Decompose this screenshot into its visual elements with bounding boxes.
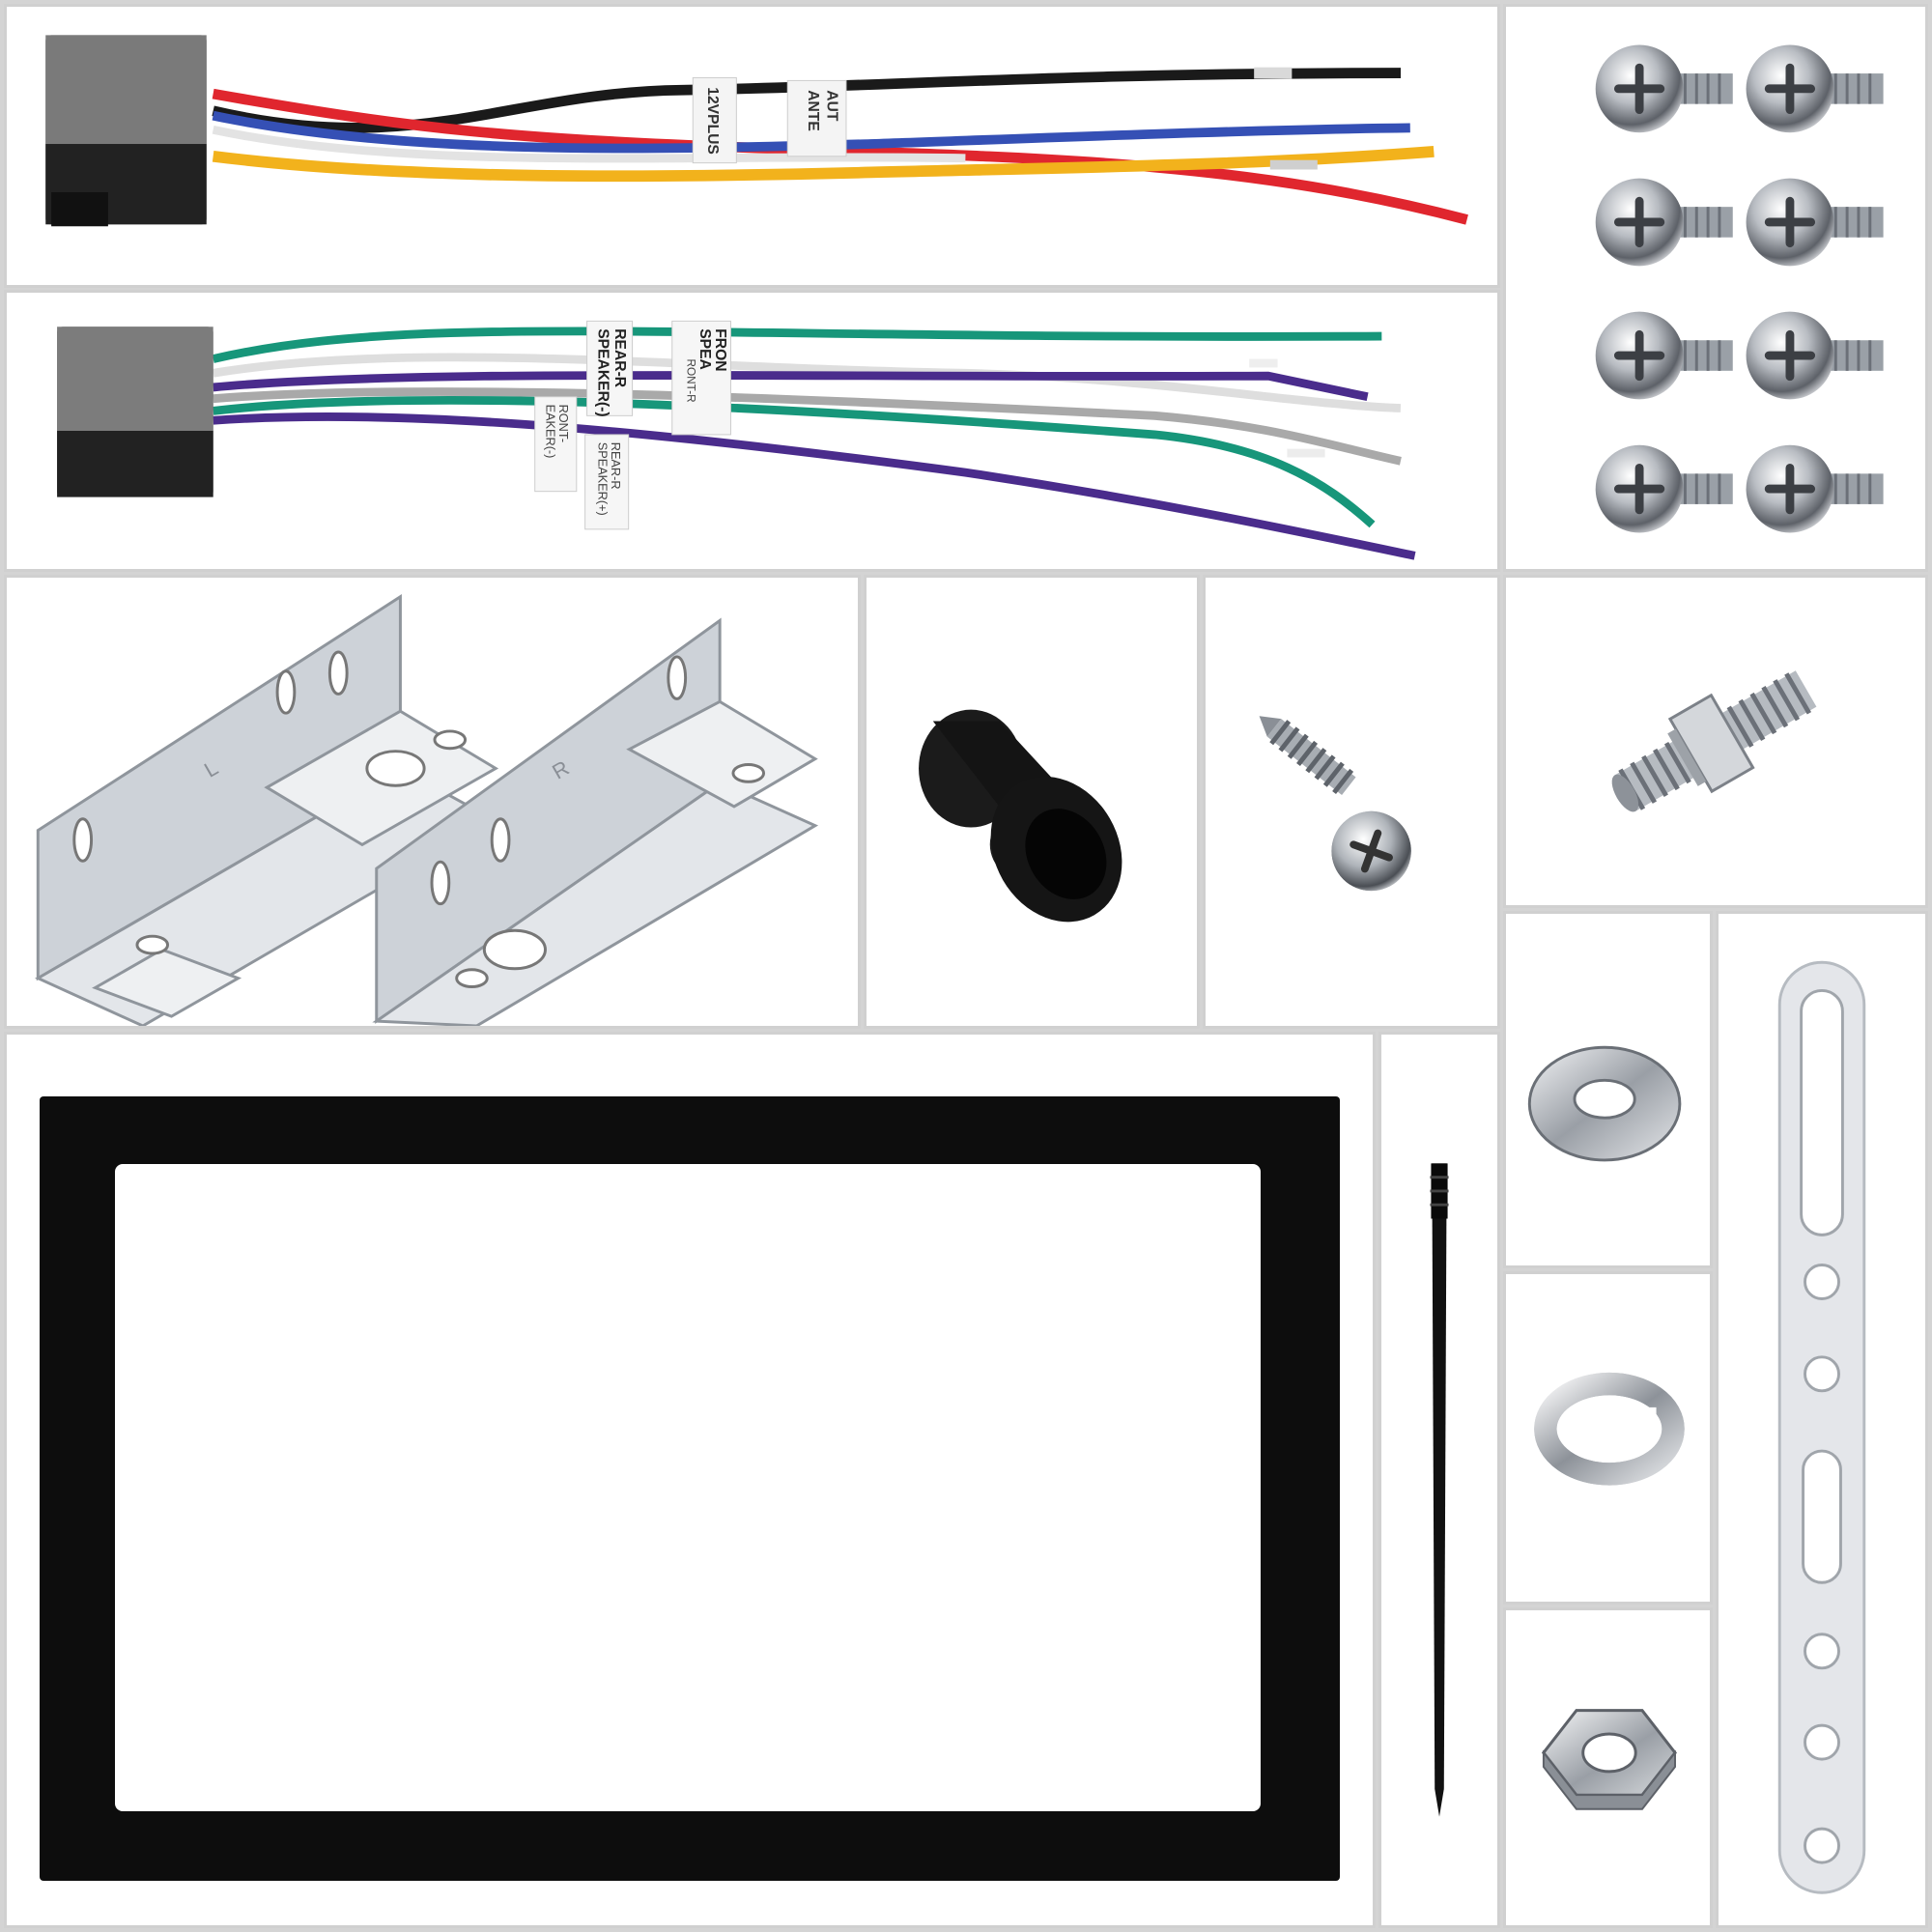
- wire-gray: [213, 387, 1402, 466]
- harness-tag-antenna-2: ANTE: [805, 90, 821, 131]
- wiring-harness-icon: 12VPLUS AUT ANTE: [45, 35, 1468, 227]
- wiring-harness-icon: REAR-R SPEAKER(-) FRON SPEA RONT-R RONT-…: [57, 320, 1416, 560]
- tapping-screw-panel: [1203, 575, 1500, 1029]
- hex-nut-panel: [1503, 1607, 1713, 1928]
- harness-tag-rear-r-pos-2: SPEAKER(+): [595, 442, 610, 516]
- wire-purple-1: [213, 371, 1369, 402]
- trim-frame-opening: [115, 1164, 1261, 1811]
- hex-nut-icon: [1542, 1709, 1677, 1810]
- harness-tag-front-neg-1: RONT-: [556, 405, 571, 443]
- harness-tag-front-1: FRON: [712, 328, 728, 371]
- trim-frame-panel: [4, 1032, 1376, 1928]
- harness-tag-front-2: SPEA: [696, 328, 713, 370]
- bracket-icon: L R: [35, 594, 819, 1026]
- flat-washer-panel: [1503, 911, 1713, 1268]
- flat-washer-icon: [1527, 1045, 1682, 1162]
- spring-washer-icon: [1534, 1372, 1685, 1486]
- wire-blue: [212, 110, 1410, 154]
- screws-panel: [1503, 4, 1928, 572]
- wire-purple-2: [213, 412, 1416, 560]
- rubber-bushing-icon: [919, 709, 1122, 923]
- trim-frame-icon: [40, 1096, 1340, 1881]
- screw-icon: [1596, 312, 1733, 400]
- screw-icon: [1596, 179, 1733, 267]
- right-bracket: R: [372, 617, 819, 1026]
- perforated-strap-icon: [1777, 960, 1866, 1894]
- harness-tag-front-neg-2: EAKER(-): [543, 405, 557, 459]
- harness-tag-antenna-1: AUT: [823, 90, 839, 122]
- harness-tag-12vplus: 12VPLUS: [704, 87, 721, 155]
- screw-icon: [1596, 44, 1733, 132]
- strap-panel: [1716, 911, 1928, 1928]
- screw-icon: [1747, 44, 1884, 132]
- screw-icon: [1596, 445, 1733, 533]
- brackets-panel: L R: [4, 575, 861, 1029]
- screw-icon: [1747, 445, 1884, 533]
- stud-bolt-icon: [1611, 670, 1817, 812]
- stylus-panel: [1378, 1032, 1500, 1928]
- harness-tag-front-3: RONT-R: [684, 359, 696, 403]
- spring-washer-panel: [1503, 1271, 1713, 1605]
- screw-icon: [1747, 179, 1884, 267]
- left-bracket: L: [35, 594, 499, 1026]
- speaker-harness-panel: REAR-R SPEAKER(-) FRON SPEA RONT-R RONT-…: [4, 290, 1500, 572]
- power-harness-panel: 12VPLUS AUT ANTE: [4, 4, 1500, 288]
- harness-tag-rear-r-pos-1: REAR-R: [609, 442, 623, 490]
- wire-green-2: [213, 395, 1376, 528]
- stylus-icon: [1430, 1163, 1449, 1817]
- bushing-panel: [864, 575, 1200, 1029]
- wire-yellow: [212, 146, 1435, 183]
- stud-bolt-panel: [1503, 575, 1928, 908]
- tapping-screw-icon: [1259, 716, 1411, 892]
- wire-white: [212, 126, 966, 163]
- harness-tag-rear-r-neg-2: SPEAKER(-): [594, 328, 611, 416]
- harness-tag-rear-r-neg-1: REAR-R: [611, 328, 628, 387]
- screw-icon: [1747, 312, 1884, 400]
